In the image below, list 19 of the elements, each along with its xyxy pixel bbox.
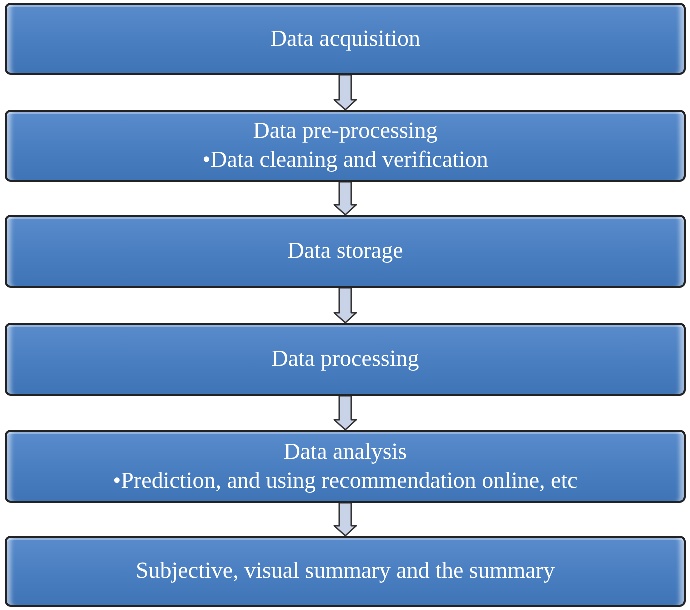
block-arrow xyxy=(334,502,358,537)
step-title: Data storage xyxy=(288,237,404,266)
step-title: Subjective, visual summary and the summary xyxy=(136,557,556,586)
block-arrow xyxy=(334,181,358,216)
process-box xyxy=(5,430,686,503)
block-arrow xyxy=(334,395,358,431)
block-arrow xyxy=(334,287,358,324)
process-box xyxy=(5,110,686,182)
process-box xyxy=(5,323,686,396)
process-box xyxy=(5,3,686,75)
step-detail: •Prediction, and using recommendation online, etc xyxy=(113,466,578,495)
step-detail: •Data cleaning and verification xyxy=(202,146,488,174)
step-title: Data acquisition xyxy=(270,24,421,53)
step-title: Data analysis xyxy=(284,438,408,466)
step-title: Data processing xyxy=(272,345,420,374)
step-title: Data pre-processing xyxy=(253,117,438,146)
process-box xyxy=(5,536,686,607)
block-arrow xyxy=(334,74,358,111)
process-box xyxy=(5,215,686,288)
